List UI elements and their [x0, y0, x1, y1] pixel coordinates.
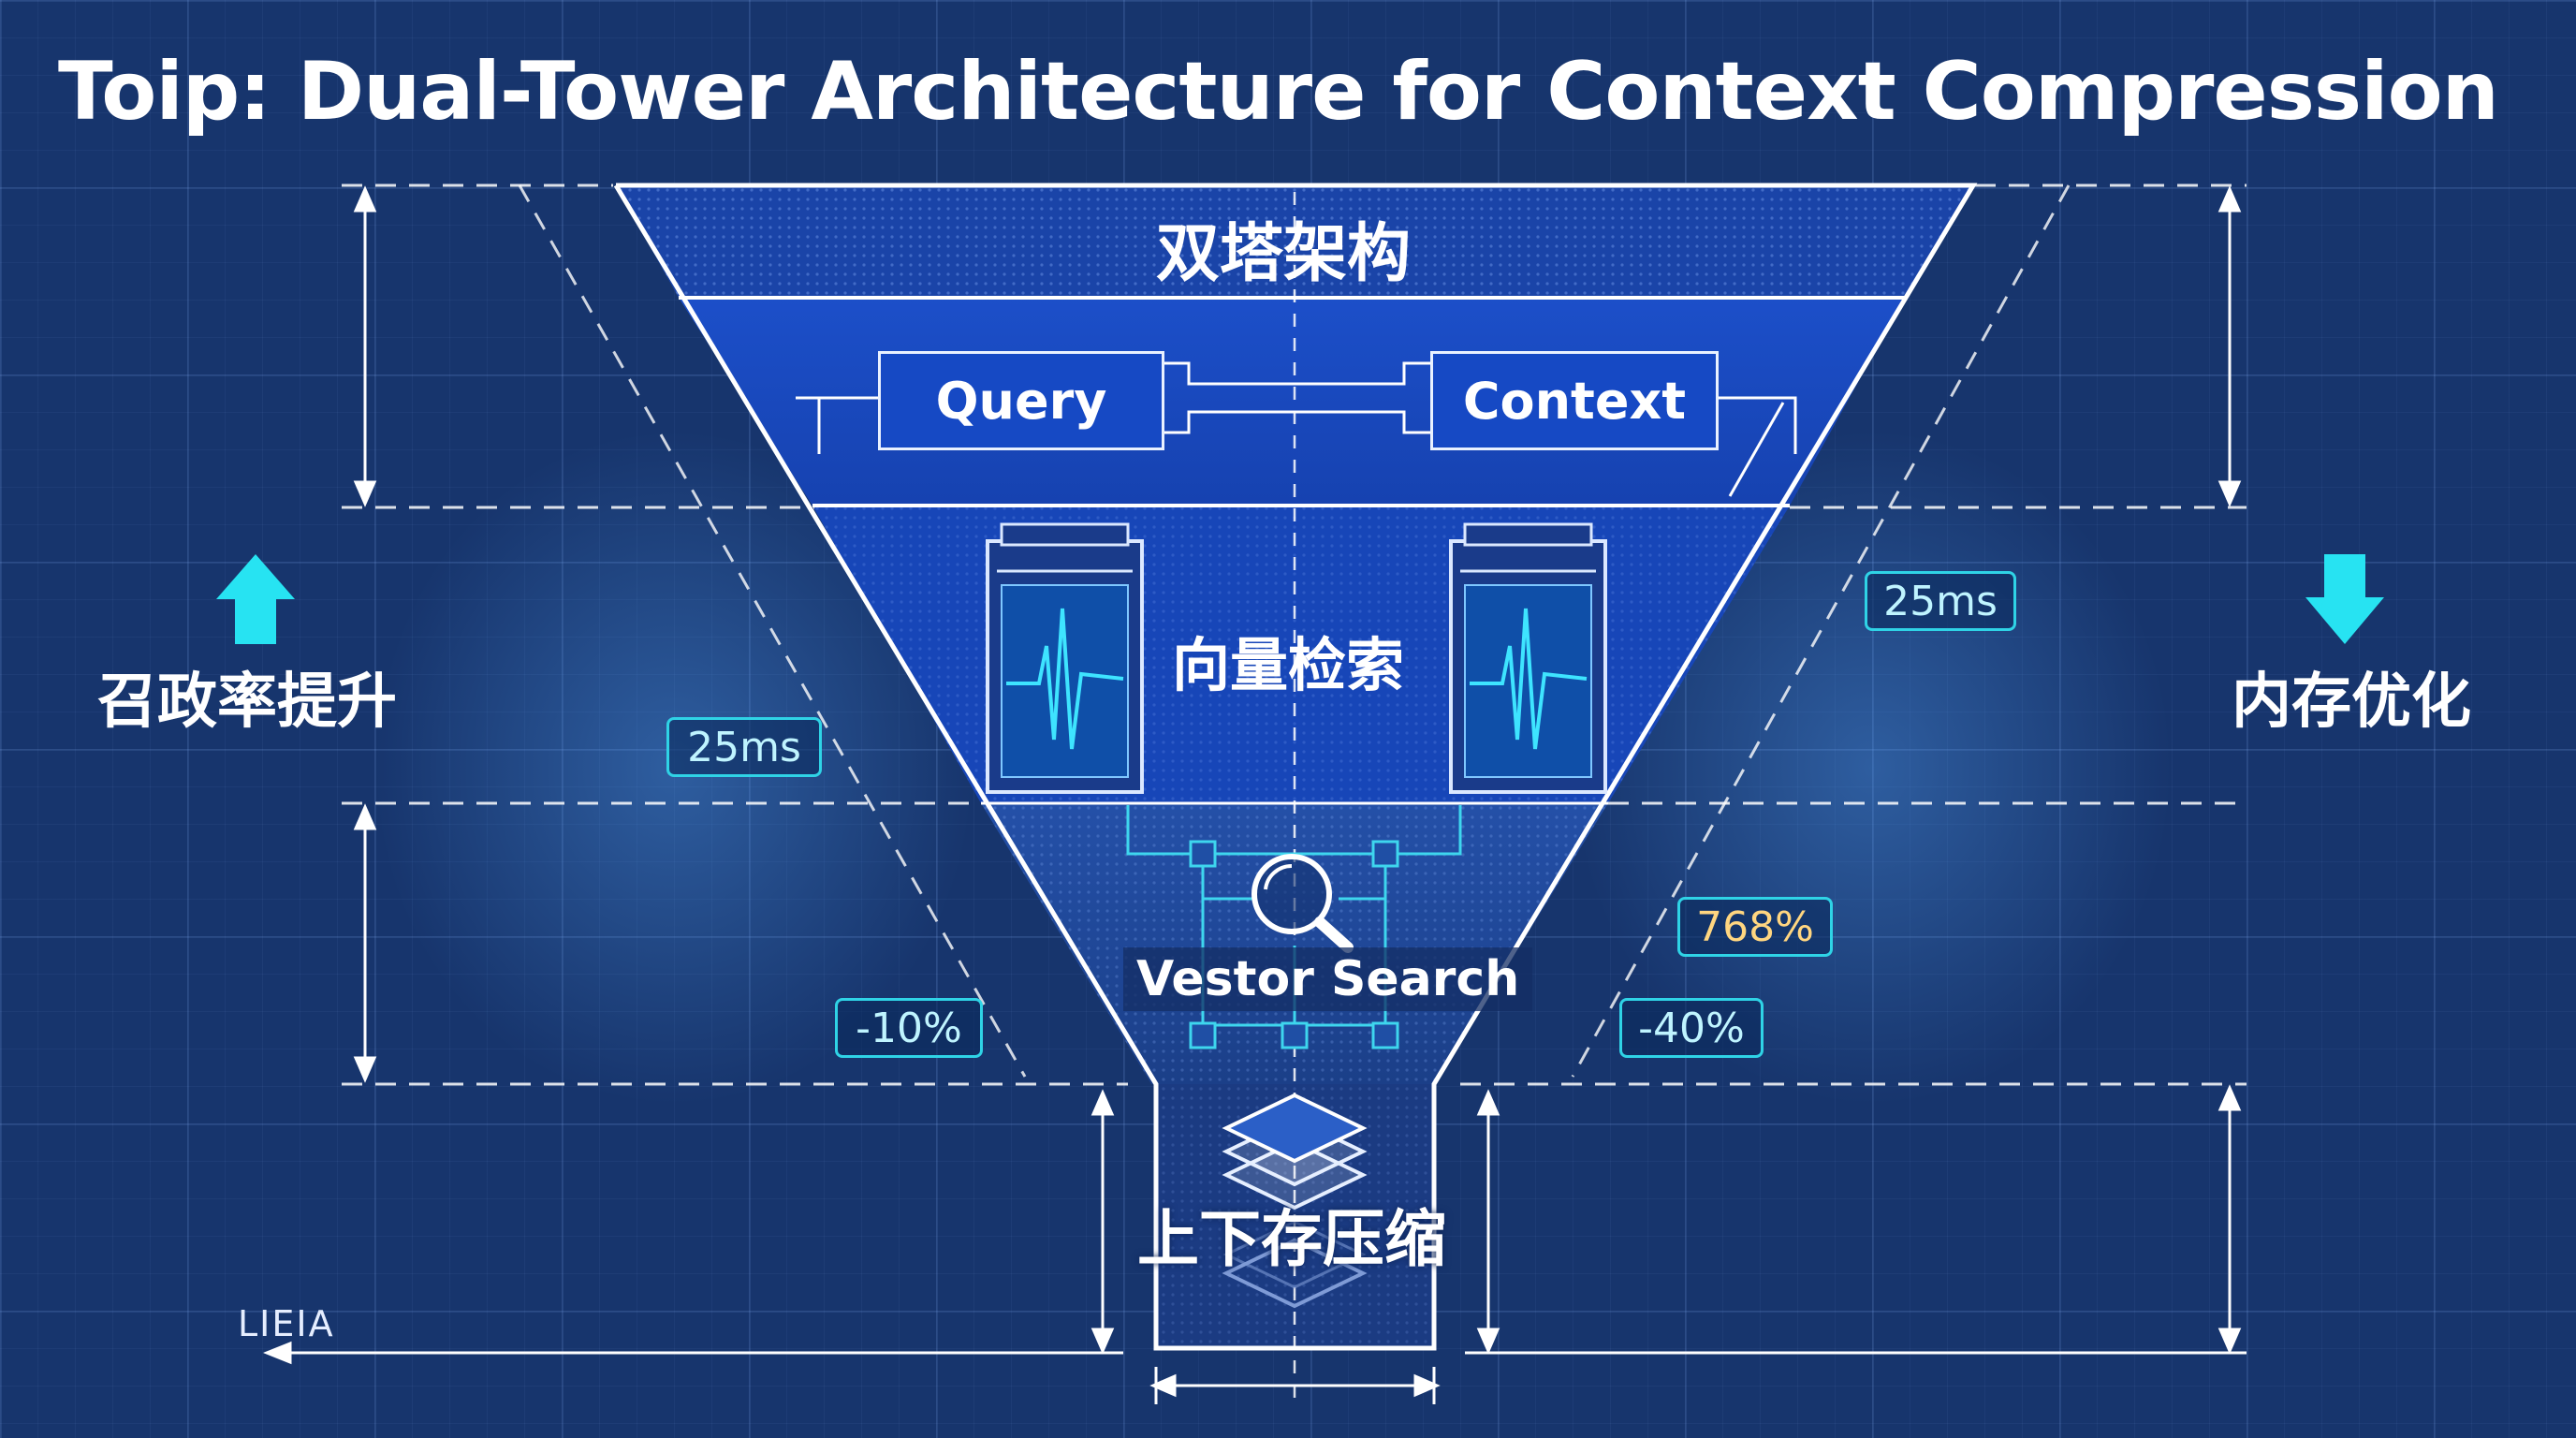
memory-optimization-label: 内存优化 [2232, 668, 2471, 737]
arrow-up-icon [216, 554, 295, 644]
funnel-outline [613, 183, 1978, 1351]
layer-top-label: 双塔架构 [1156, 217, 1412, 291]
context-box[interactable]: Context [1430, 351, 1719, 450]
accent-line [1728, 402, 1785, 497]
latency-value-right: 25ms [1883, 577, 1998, 625]
slanted-guides [518, 184, 2071, 1078]
delta-chip-left: -10% [835, 998, 983, 1058]
guide-lines [342, 183, 2247, 1086]
latency-chip-left: 25ms [666, 717, 822, 777]
vector-retrieval-label: 向量检索 [1172, 631, 1405, 699]
server-tower-right [1449, 522, 1607, 794]
footer-label: LIEIA [238, 1303, 335, 1344]
server-tower-left [986, 522, 1144, 794]
context-compression-label: 上下存压缩 [1137, 1203, 1446, 1275]
dimension-lines [262, 185, 2247, 1404]
arrow-down-icon [2305, 554, 2384, 644]
recall-improvement-label: 召政率提升 [97, 668, 397, 737]
context-label: Context [1462, 371, 1687, 431]
query-label: Query [935, 371, 1107, 431]
query-box[interactable]: Query [878, 351, 1164, 450]
funnel-layer-query-context [679, 298, 1905, 506]
page-title: Toip: Dual-Tower Architecture for Contex… [58, 45, 2499, 139]
funnel-layer-search-texture [981, 803, 1608, 1084]
delta-value-left: -10% [856, 1004, 962, 1052]
stack-icon [1222, 1093, 1368, 1309]
delta-value-right: -40% [1638, 1004, 1745, 1052]
latency-value-left: 25ms [687, 723, 801, 771]
vector-search-label: Vestor Search [1123, 947, 1533, 1011]
percent-chip-right: 768% [1677, 897, 1833, 957]
latency-chip-right: 25ms [1865, 571, 2016, 631]
delta-chip-right: -40% [1619, 998, 1764, 1058]
percent-value-right: 768% [1696, 902, 1814, 951]
query-context-links [796, 361, 1797, 454]
magnifier-icon [1251, 854, 1354, 953]
vector-nodes [1189, 840, 1399, 1049]
